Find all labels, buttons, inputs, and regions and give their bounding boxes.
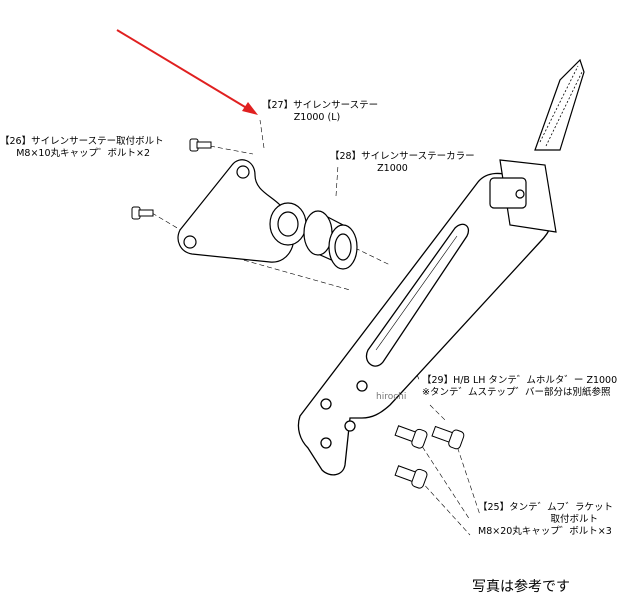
label-bracket-spec: M8×20丸キャップ゛ボルト×3 bbox=[478, 526, 612, 537]
label-bracket-sub: 取付ボルト bbox=[550, 514, 598, 525]
label-silencer-stay-name: 【27】サイレンサーステー bbox=[262, 100, 379, 111]
silencer-stay-collar bbox=[269, 202, 358, 270]
label-stay-bolts-spec: M8×10丸キャップ゛ボルト×2 bbox=[16, 148, 150, 159]
watermark: hirochi bbox=[376, 392, 407, 402]
label-collar-model: Z1000 bbox=[377, 163, 408, 174]
red-pointer-arrow bbox=[116, 29, 258, 115]
tandem-bracket-bolts bbox=[394, 425, 465, 489]
label-silencer-stay-model: Z1000 (L) bbox=[293, 112, 341, 123]
label-silencer-stay-bolts: 【26】サイレンサーステー取付ボルト M8×10丸キャップ゛ボルト×2 bbox=[0, 136, 164, 160]
label-stay-bolts-name: 【26】サイレンサーステー取付ボルト bbox=[0, 136, 164, 147]
label-tandem-holder-name: 【29】H/B LH タンテ゛ムホルタ゛ー Z1000 bbox=[422, 375, 617, 386]
label-tandem-holder: 【29】H/B LH タンテ゛ムホルタ゛ー Z1000 ※タンテ゛ムステップ゛バ… bbox=[422, 375, 617, 399]
tandem-step-mount bbox=[489, 58, 585, 233]
tandem-holder-plate bbox=[297, 172, 553, 476]
exploded-parts-diagram bbox=[116, 29, 585, 536]
label-silencer-stay: 【27】サイレンサーステー Z1000 (L) bbox=[262, 100, 379, 124]
silencer-stay bbox=[177, 159, 295, 263]
label-tandem-bracket-bolts: 【25】タンテ゛ムフ゛ラケット 取付ボルト M8×20丸キャップ゛ボルト×3 bbox=[478, 502, 614, 538]
label-bracket-name: 【25】タンテ゛ムフ゛ラケット bbox=[478, 502, 614, 513]
reference-photo-note: 写真は参考です bbox=[472, 579, 570, 595]
label-collar-name: 【28】サイレンサーステーカラー bbox=[330, 151, 475, 162]
label-silencer-stay-collar: 【28】サイレンサーステーカラー Z1000 bbox=[330, 151, 475, 175]
silencer-stay-bolts bbox=[131, 138, 212, 220]
label-tandem-holder-note: ※タンテ゛ムステップ゛バー部分は別紙参照 bbox=[422, 387, 611, 398]
